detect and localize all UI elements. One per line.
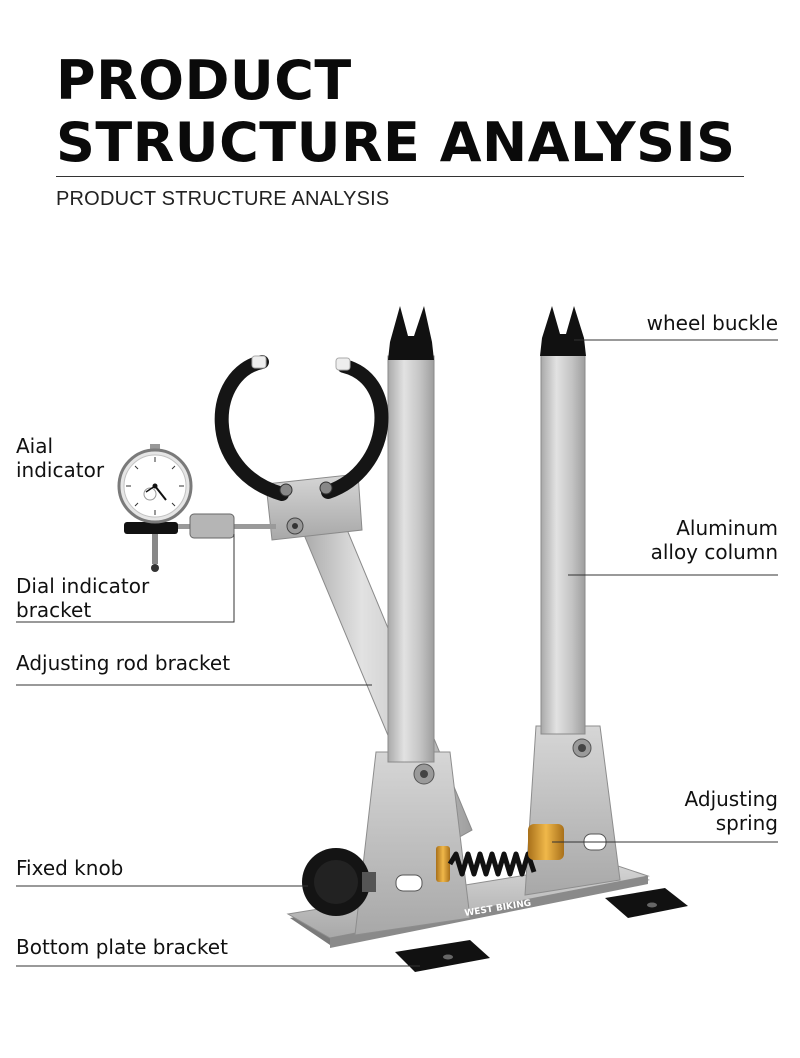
leader-dial-bracket bbox=[16, 534, 235, 623]
label-dial-indicator-bracket: Dial indicator bracket bbox=[16, 574, 150, 622]
leader-lines bbox=[16, 339, 778, 967]
page-title: PRODUCT STRUCTURE ANALYSIS bbox=[56, 50, 736, 174]
right-aluminum-column bbox=[540, 306, 586, 735]
caliper-bracket bbox=[214, 355, 389, 541]
left-aluminum-column bbox=[387, 306, 435, 763]
dial-indicator bbox=[117, 444, 193, 524]
left-column-base bbox=[354, 751, 471, 936]
label-adjusting-spring: Adjusting spring bbox=[684, 787, 778, 835]
label-fixed-knob: Fixed knob bbox=[16, 856, 124, 880]
label-aluminum-column: Aluminum alloy column bbox=[650, 516, 778, 564]
title-divider bbox=[56, 176, 744, 177]
page-subtitle: PRODUCT STRUCTURE ANALYSIS bbox=[56, 188, 390, 210]
title-line-1: PRODUCT bbox=[56, 49, 352, 112]
title-line-2: STRUCTURE ANALYSIS bbox=[56, 111, 736, 174]
dial-indicator-bracket bbox=[124, 513, 276, 572]
label-adjusting-rod-bracket: Adjusting rod bracket bbox=[16, 651, 231, 675]
adjusting-spring bbox=[436, 824, 564, 882]
fixed-knob bbox=[302, 848, 376, 916]
label-dial-indicator: Aial indicator bbox=[16, 434, 105, 482]
label-bottom-plate-bracket: Bottom plate bracket bbox=[16, 935, 228, 959]
label-wheel-buckle: wheel buckle bbox=[646, 311, 778, 335]
